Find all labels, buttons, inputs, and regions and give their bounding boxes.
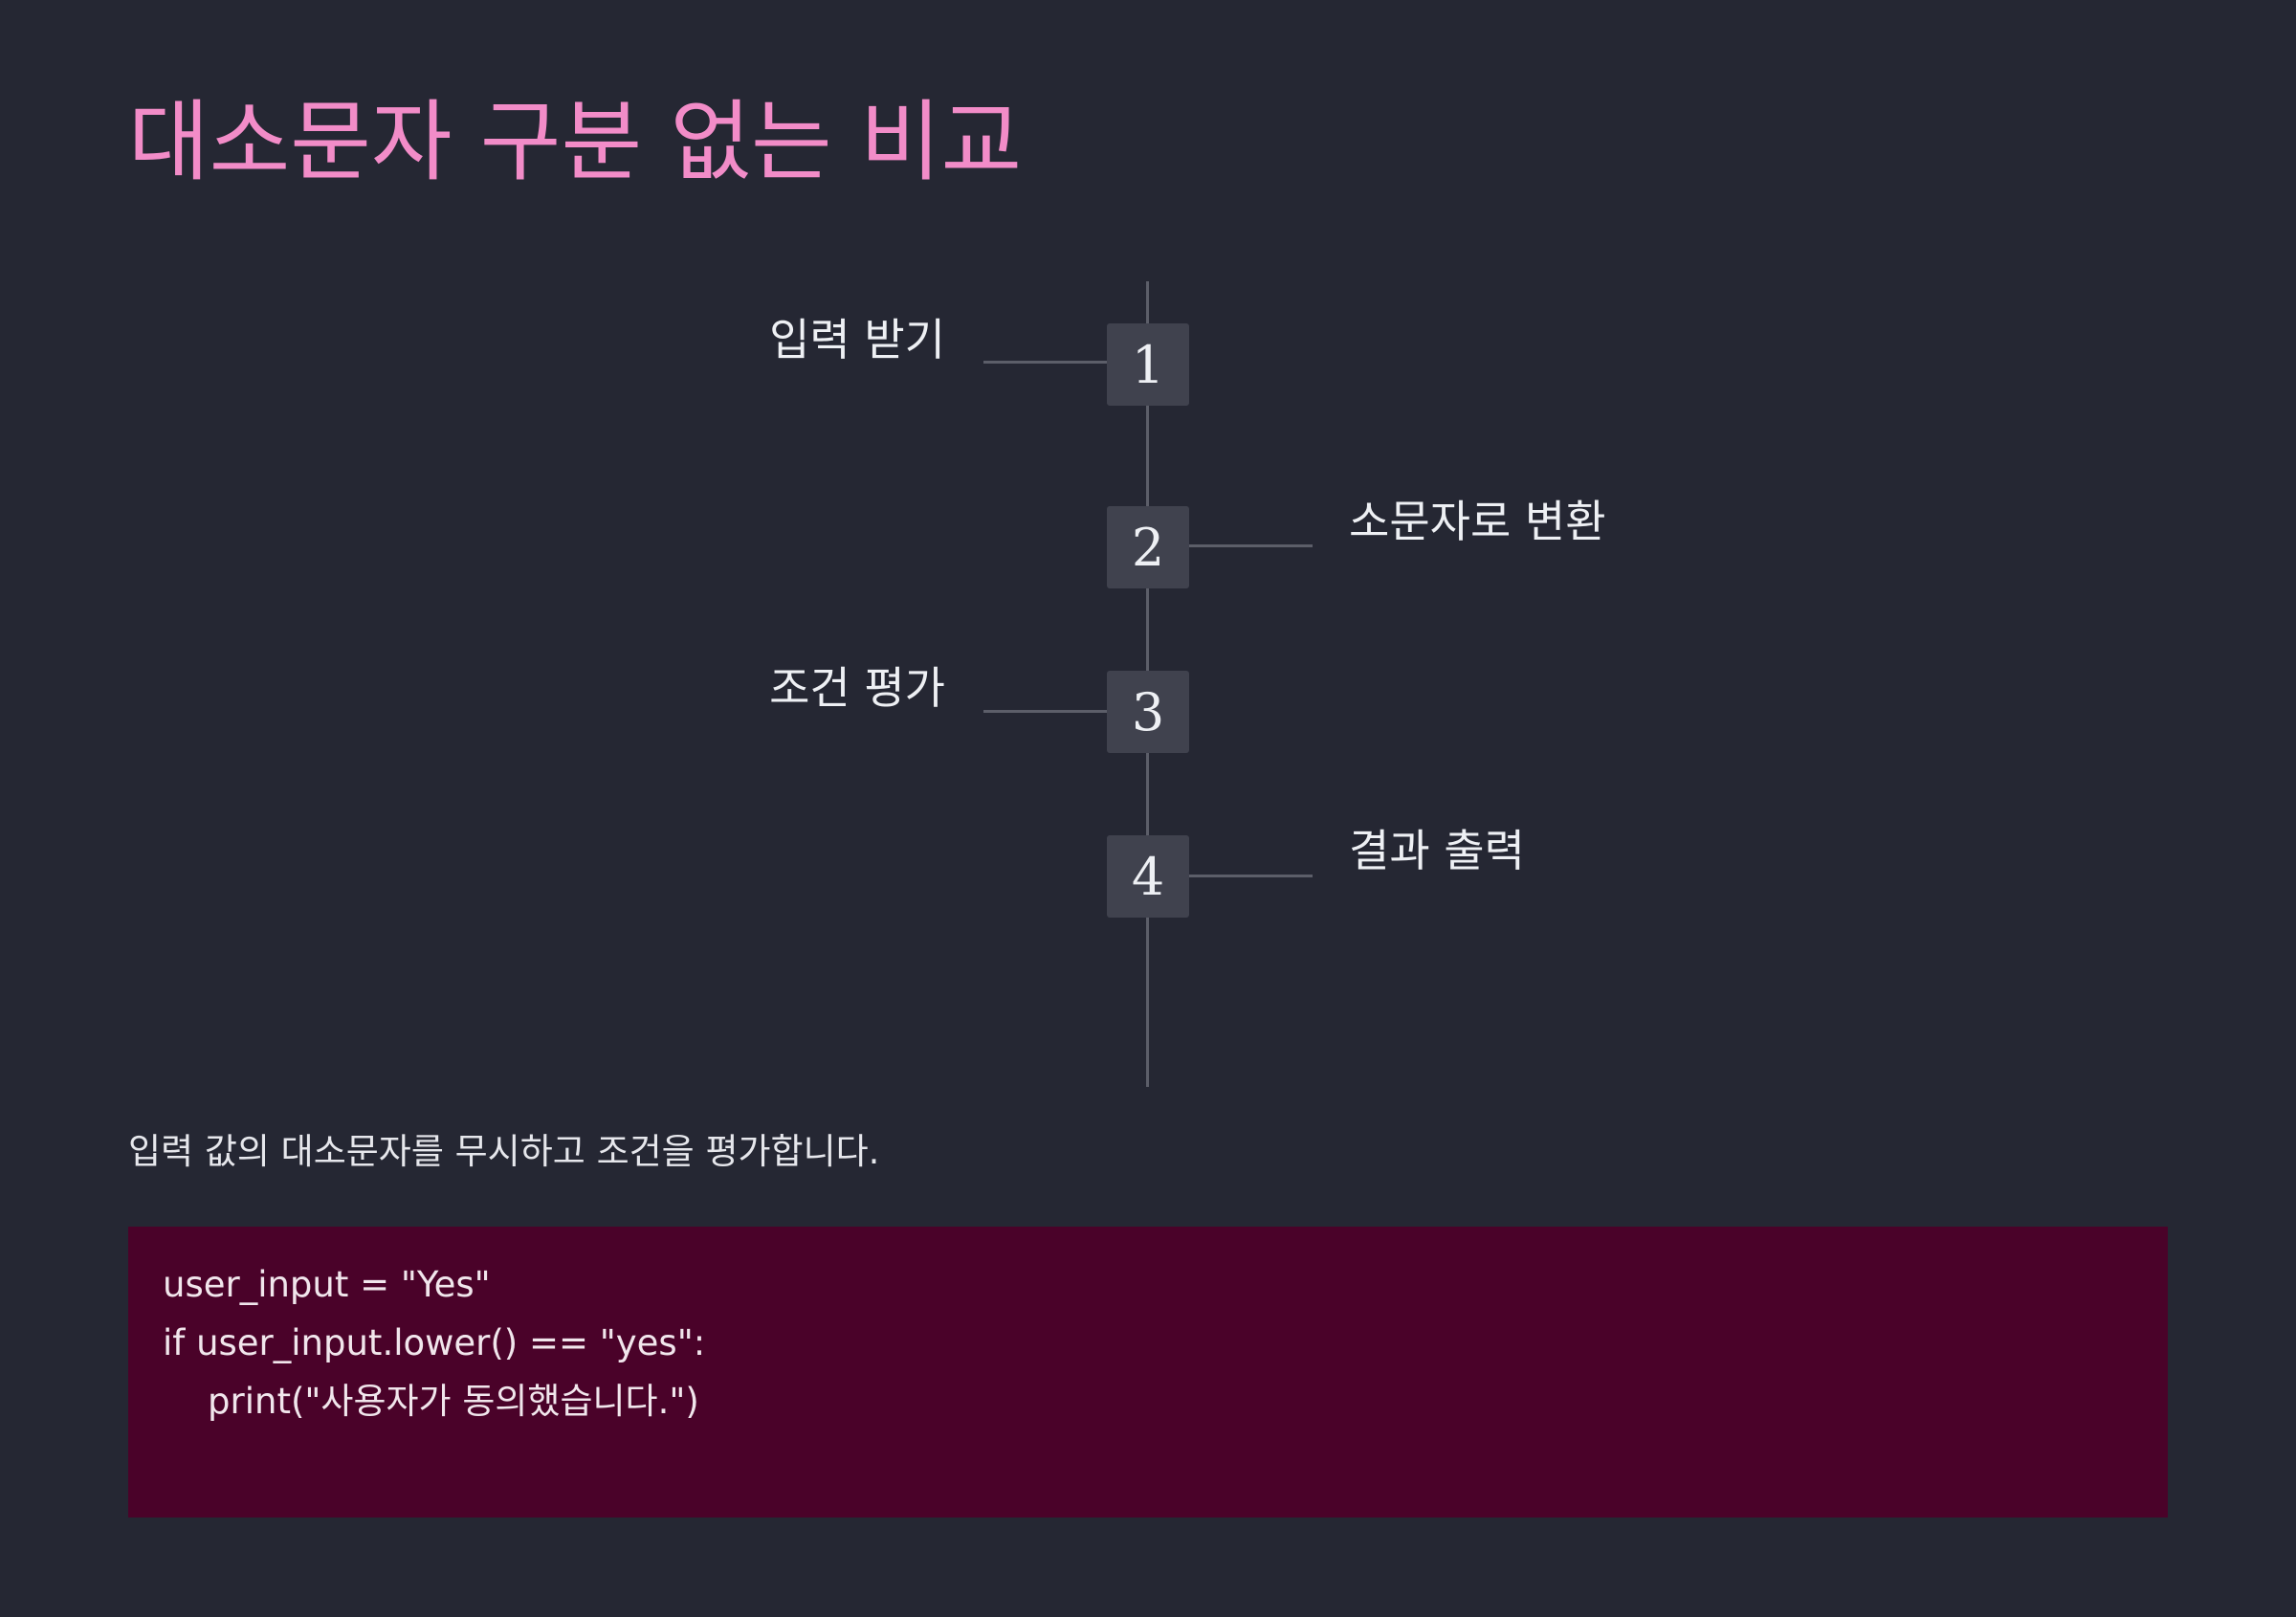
step-3-number: 3 xyxy=(1107,671,1189,753)
step-2-number: 2 xyxy=(1107,506,1189,588)
step-4-connector xyxy=(1188,875,1313,877)
step-1-connector xyxy=(983,361,1108,364)
step-3-connector xyxy=(983,710,1108,713)
step-2-label: 소문자로 변환 xyxy=(1349,496,1606,547)
code-line: user_input = "Yes" xyxy=(163,1264,491,1305)
step-3-label: 조건 평가 xyxy=(769,662,945,714)
page-title: 대소문자 구분 없는 비교 xyxy=(128,91,1023,193)
step-1-number: 1 xyxy=(1107,323,1189,406)
code-line: if user_input.lower() == "yes": xyxy=(163,1322,706,1363)
step-1-label: 입력 받기 xyxy=(769,314,945,365)
code-block: user_input = "Yes" if user_input.lower()… xyxy=(128,1227,2168,1517)
step-4-label: 결과 출력 xyxy=(1349,825,1525,876)
process-timeline: 1 입력 받기 2 소문자로 변환 3 조건 평가 4 결과 출력 xyxy=(769,281,1606,1087)
code-line: print("사용자가 동의했습니다.") xyxy=(163,1381,699,1422)
step-2-connector xyxy=(1188,544,1313,547)
description-text: 입력 값의 대소문자를 무시하고 조건을 평가합니다. xyxy=(128,1131,880,1172)
step-4-number: 4 xyxy=(1107,835,1189,918)
